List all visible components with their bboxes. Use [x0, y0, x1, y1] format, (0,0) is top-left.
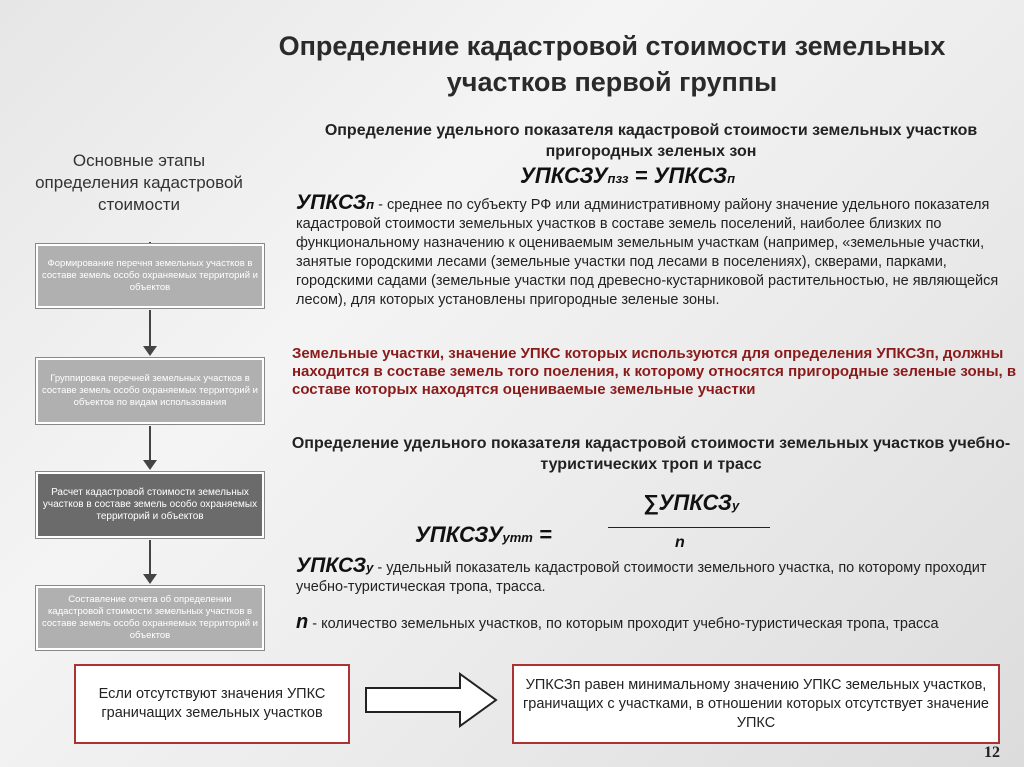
formula-pzz-left-sub: пзз — [607, 171, 629, 186]
upkszu-definition: УПКСЗу - удельный показатель кадастровой… — [296, 554, 996, 597]
formula-utt-numerator: ∑УПКСЗу — [632, 490, 750, 516]
step-2: Группировка перечней земельных участков … — [36, 358, 264, 424]
n-definition: n - количество земельных участков, по ко… — [296, 610, 1008, 636]
slide-title-line2: участков первой группы — [446, 67, 778, 97]
numerator-sub: у — [731, 498, 740, 513]
formula-utt-left-text: УПКСЗУ — [415, 522, 503, 547]
step-4: Составление отчета об определении кадаст… — [36, 586, 264, 650]
result-box: УПКСЗп равен минимальному значению УПКС … — [512, 664, 1000, 744]
formula-pzz-right-sub: п — [727, 171, 736, 186]
section1-note: Земельные участки, значение УПКС которых… — [292, 345, 1017, 398]
arrow-down-icon — [143, 460, 157, 470]
flow-connector — [149, 540, 151, 576]
upkszp-symbol: УПКСЗ — [296, 191, 367, 214]
formula-pzz-right: УПКСЗ — [653, 163, 728, 188]
formula-pzz-eq: = — [634, 163, 648, 188]
flow-connector — [149, 426, 151, 464]
upkszp-symbol-sub: п — [366, 197, 375, 212]
step-3: Расчет кадастровой стоимости земельных у… — [36, 472, 264, 538]
formula-utt-left-sub: утт — [502, 530, 533, 545]
upkszu-symbol-sub: у — [366, 560, 374, 575]
stages-heading: Основные этапы определения кадастровой с… — [35, 151, 243, 214]
arrow-right-icon — [365, 672, 498, 728]
condition-box: Если отсутствуют значения УПКС граничащи… — [74, 664, 350, 744]
upkszp-text: - среднее по субъекту РФ или администрат… — [296, 197, 999, 308]
formula-utt-denominator: n — [675, 534, 685, 551]
section2-heading: Определение удельного показателя кадастр… — [291, 435, 1011, 473]
formula-utt-eq: = — [538, 522, 552, 547]
numerator-text: ∑УПКСЗ — [642, 490, 732, 515]
section1-heading: Определение удельного показателя кадастр… — [324, 122, 978, 160]
slide-title-line1: Определение кадастровой стоимости земель… — [278, 31, 946, 61]
step-1: Формирование перечня земельных участков … — [36, 244, 264, 308]
formula-utt-left: УПКСЗУутт = — [415, 522, 552, 548]
flow-connector — [149, 310, 151, 350]
arrow-down-icon — [143, 574, 157, 584]
upkszp-definition: УПКСЗп - среднее по субъекту РФ или адми… — [296, 191, 1018, 310]
upkszu-symbol: УПКСЗ — [296, 554, 367, 577]
formula-pzz: УПКСЗУпзз = УПКСЗп — [520, 163, 735, 189]
fraction-bar — [608, 527, 770, 528]
upkszu-text: - удельный показатель кадастровой стоимо… — [296, 560, 987, 595]
n-symbol: n — [296, 611, 309, 633]
n-text: - количество земельных участков, по кото… — [308, 616, 939, 632]
slide-title: Определение кадастровой стоимости земель… — [200, 28, 1024, 100]
page-number: 12 — [984, 744, 1000, 761]
arrow-down-icon — [143, 346, 157, 356]
formula-pzz-left: УПКСЗУ — [520, 163, 608, 188]
